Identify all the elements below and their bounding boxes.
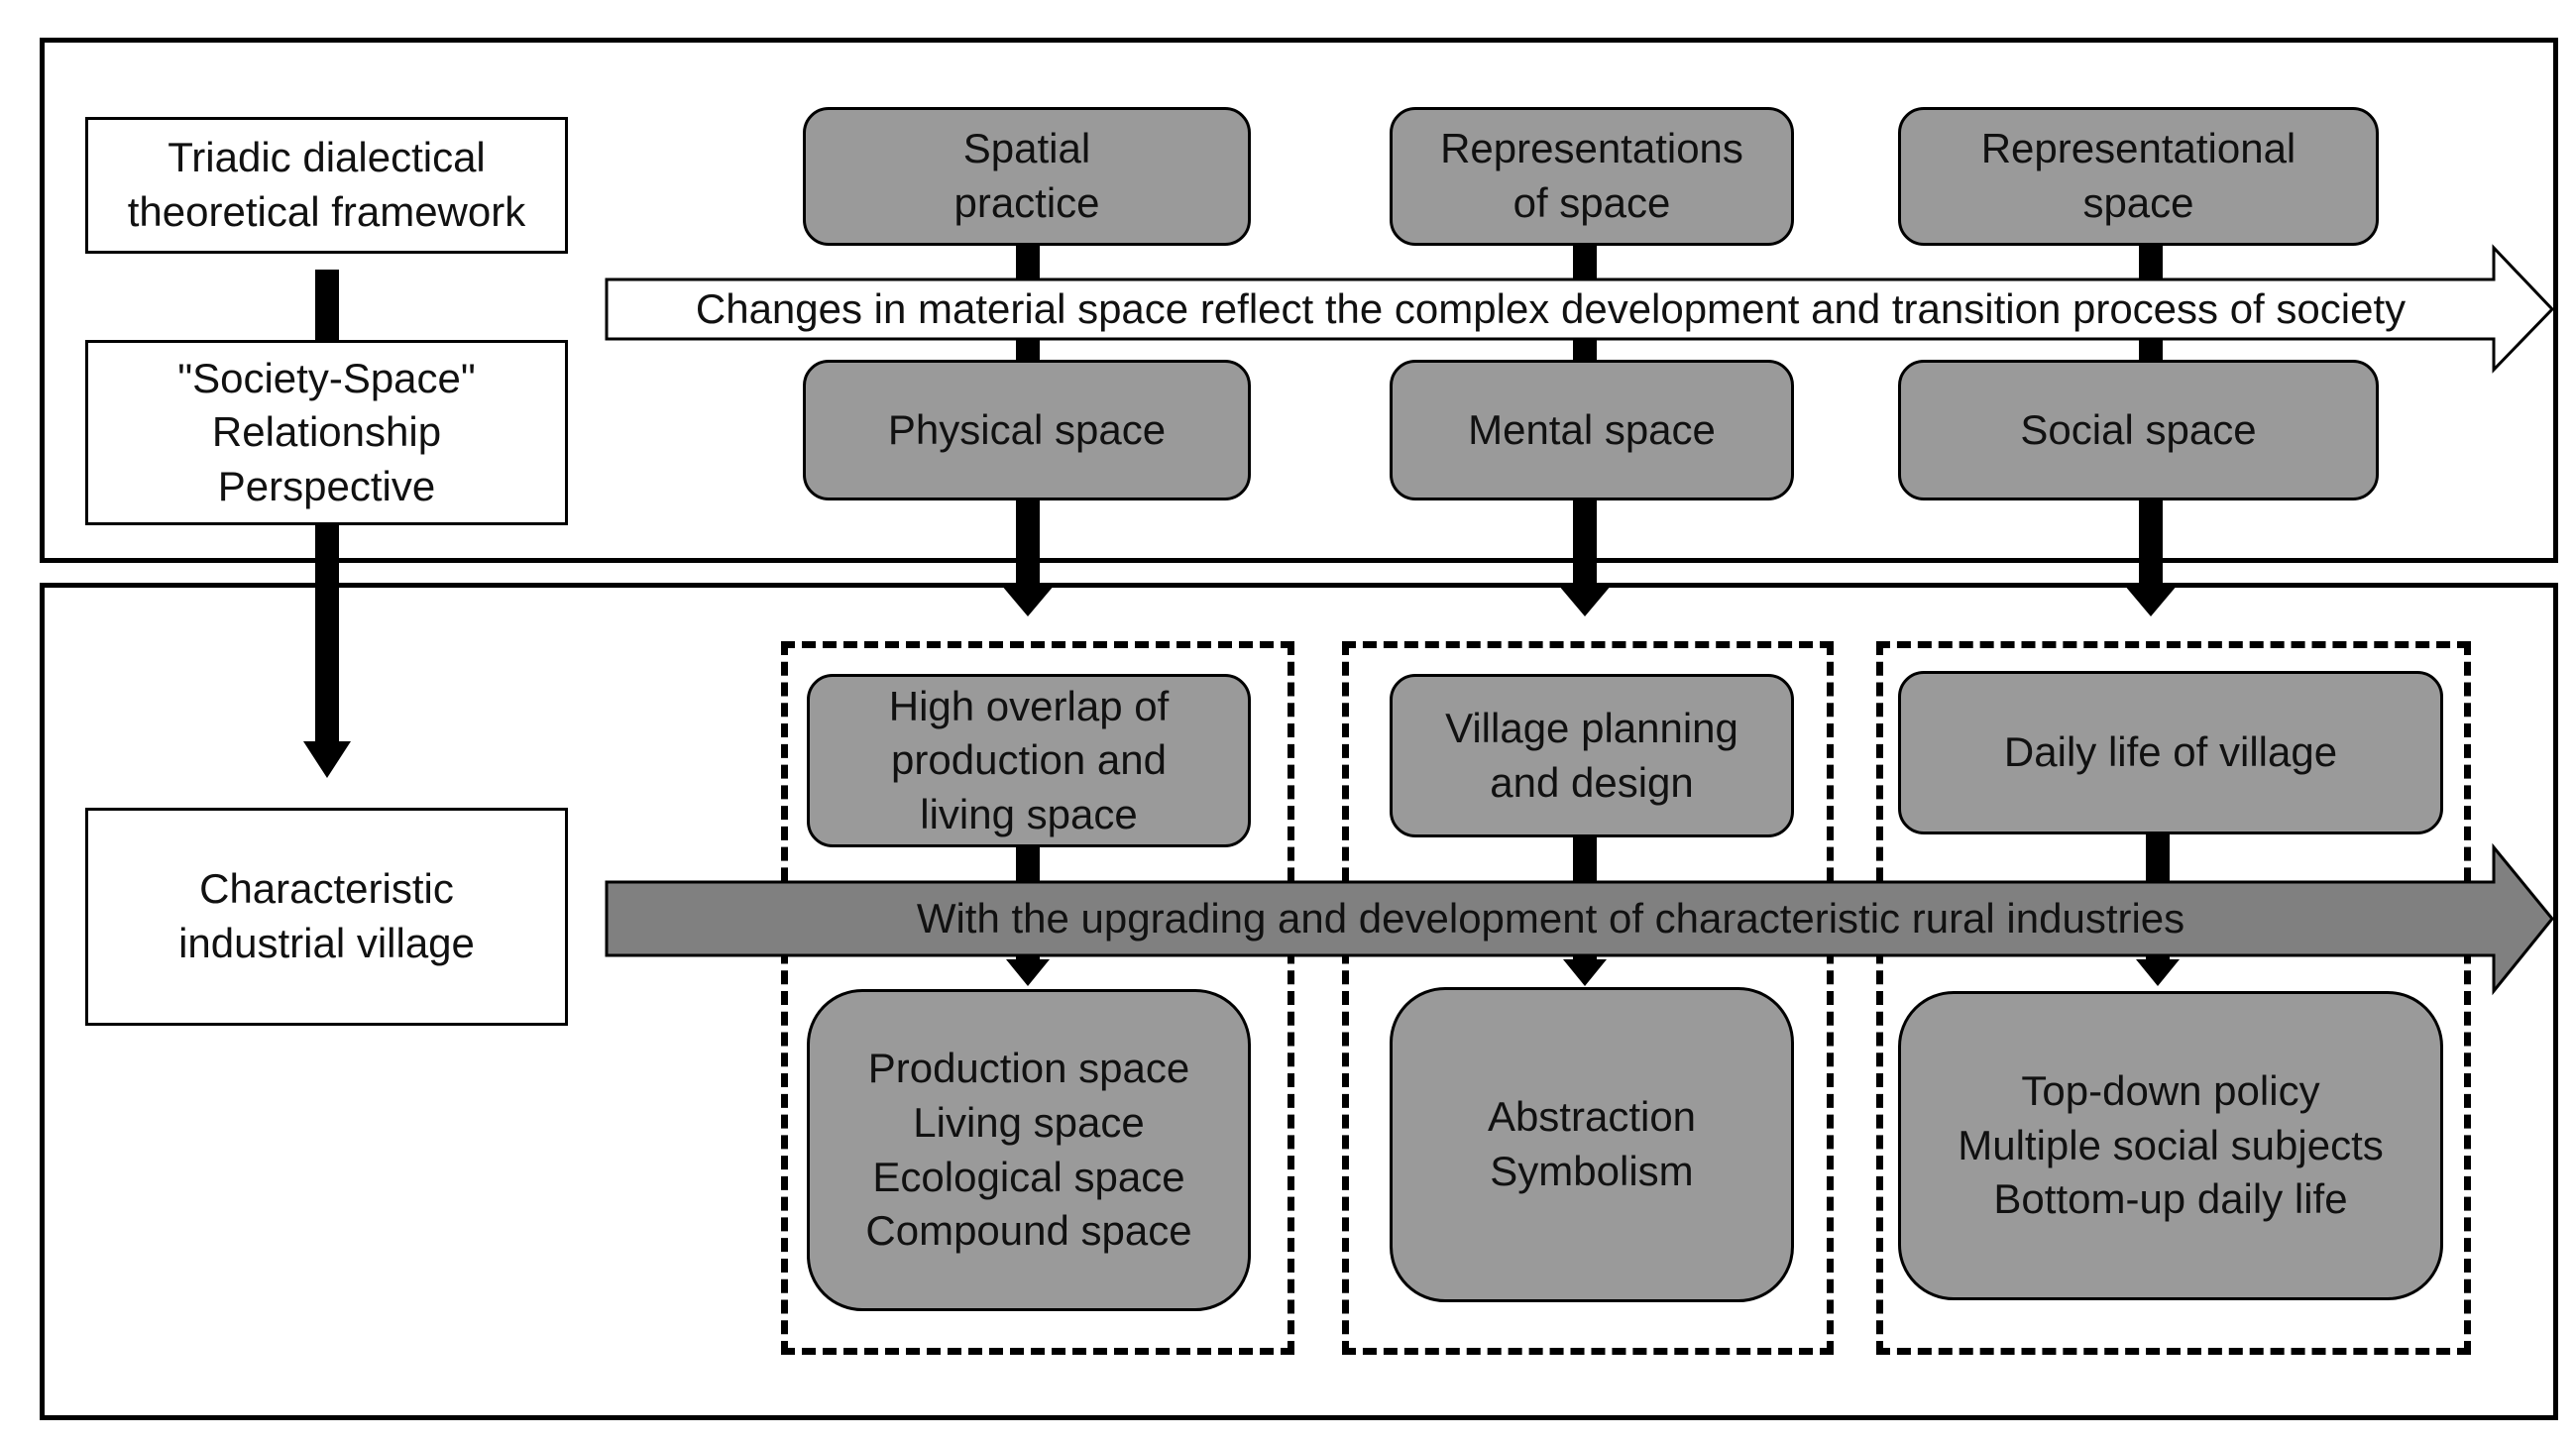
overlap-box: High overlap of production and living sp… (807, 674, 1251, 847)
daily-life-arrow-head (2136, 959, 2180, 986)
mental-space-box: Mental space (1390, 360, 1794, 500)
social-down-head (2124, 585, 2178, 616)
daily-life-box: Daily life of village (1898, 671, 2443, 834)
social-space-box: Social space (1898, 360, 2379, 500)
planning-box: Village planning and design (1390, 674, 1794, 837)
connector-left-framework (315, 270, 339, 344)
social-outcome-box: Top-down policy Multiple social subjects… (1898, 991, 2443, 1300)
physical-down-shaft (1016, 498, 1040, 587)
village-box: Characteristic industrial village (85, 808, 568, 1026)
social-down-shaft (2139, 498, 2163, 587)
social-group (1876, 641, 2471, 1355)
upper-arrow-text: Changes in material space reflect the co… (695, 285, 2407, 332)
mental-outcome-box: Abstraction Symbolism (1390, 987, 1794, 1302)
representations-of-space-box: Representations of space (1390, 107, 1794, 246)
physical-outcome-box: Production space Living space Ecological… (807, 989, 1251, 1311)
mental-group (1342, 641, 1834, 1355)
left-arrow-shaft (315, 525, 339, 743)
perspective-box: "Society-Space" Relationship Perspective (85, 340, 568, 525)
physical-down-head (1001, 585, 1055, 616)
spatial-practice-box: Spatial practice (803, 107, 1251, 246)
upper-arrow (605, 244, 2555, 374)
physical-space-box: Physical space (803, 360, 1251, 500)
physical-group (781, 641, 1294, 1355)
representational-space-box: Representational space (1898, 107, 2379, 246)
mental-down-shaft (1573, 498, 1597, 587)
lower-arrow (605, 842, 2554, 996)
left-arrow-head (303, 741, 351, 778)
framework-box: Triadic dialectical theoretical framewor… (85, 117, 568, 254)
lower-arrow-text: With the upgrading and development of ch… (916, 895, 2185, 942)
overlap-arrow-head (1006, 959, 1050, 986)
planning-arrow-head (1563, 959, 1607, 986)
mental-down-head (1558, 585, 1612, 616)
